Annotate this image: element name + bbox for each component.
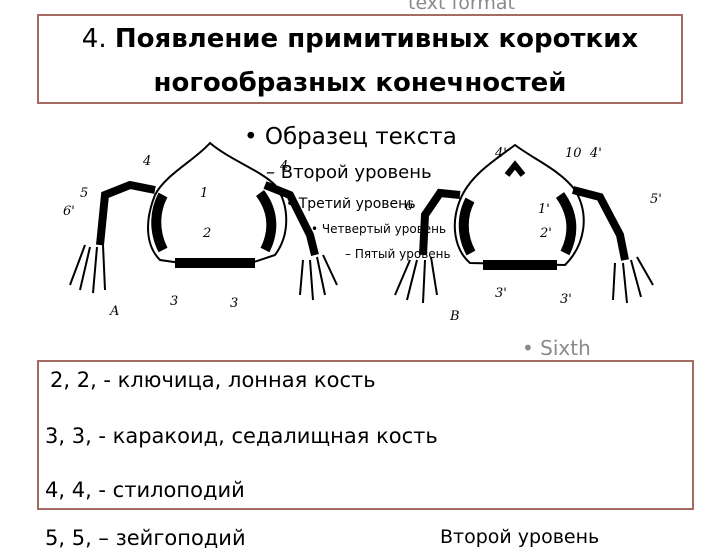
legend-item: 3, 3, - каракоид, седалищная кость: [45, 424, 438, 448]
title-text-1: Появление примитивных коротких: [115, 24, 638, 54]
title-text-2: ногообразных конечностей: [154, 68, 567, 98]
placeholder-level-4: • Четвертый уровень: [311, 222, 446, 236]
figure-label: B: [449, 309, 460, 324]
slide-title-line-2: ногообразных конечностей: [37, 68, 683, 98]
placeholder-level-5: – Пятый уровень: [345, 247, 451, 261]
figure-label: 3': [560, 292, 572, 307]
figure-label: 2: [202, 226, 211, 241]
figure-label: 3': [495, 286, 507, 301]
figure-label: 3: [230, 296, 238, 311]
figure-label: 4: [142, 154, 151, 169]
figure-label: 1: [200, 186, 208, 201]
legend-item: 4, 4, - стилоподий: [45, 478, 245, 502]
figure-label: A: [109, 304, 119, 319]
placeholder-level-6: • Sixth: [522, 336, 591, 360]
figure-label: 1': [538, 202, 550, 217]
slide-title-line-1: 4. Появление примитивных коротких: [37, 24, 683, 54]
figure-label: 4': [494, 146, 507, 161]
legend-item: 2, 2, - ключица, лонная кость: [50, 368, 376, 392]
figure-label: 6': [63, 204, 75, 219]
figure-label: 4': [589, 146, 602, 161]
background-format-text: text format: [408, 0, 515, 14]
figure-label: 5: [80, 186, 88, 201]
figure-label: 10: [565, 146, 582, 161]
figure-label: 3: [170, 294, 178, 309]
placeholder-level-3: • Третий уровень: [286, 196, 416, 212]
figure-label: 2': [539, 226, 552, 241]
placeholder-level-2: – Второй уровень: [266, 162, 432, 183]
legend-overflow-text: 5, 5, – зейгоподий: [45, 526, 246, 550]
figure-label: 5': [650, 192, 662, 207]
title-number: 4.: [82, 24, 115, 54]
placeholder-overflow-text: Второй уровень: [440, 526, 599, 548]
placeholder-level-1: • Образец текста: [244, 124, 457, 150]
